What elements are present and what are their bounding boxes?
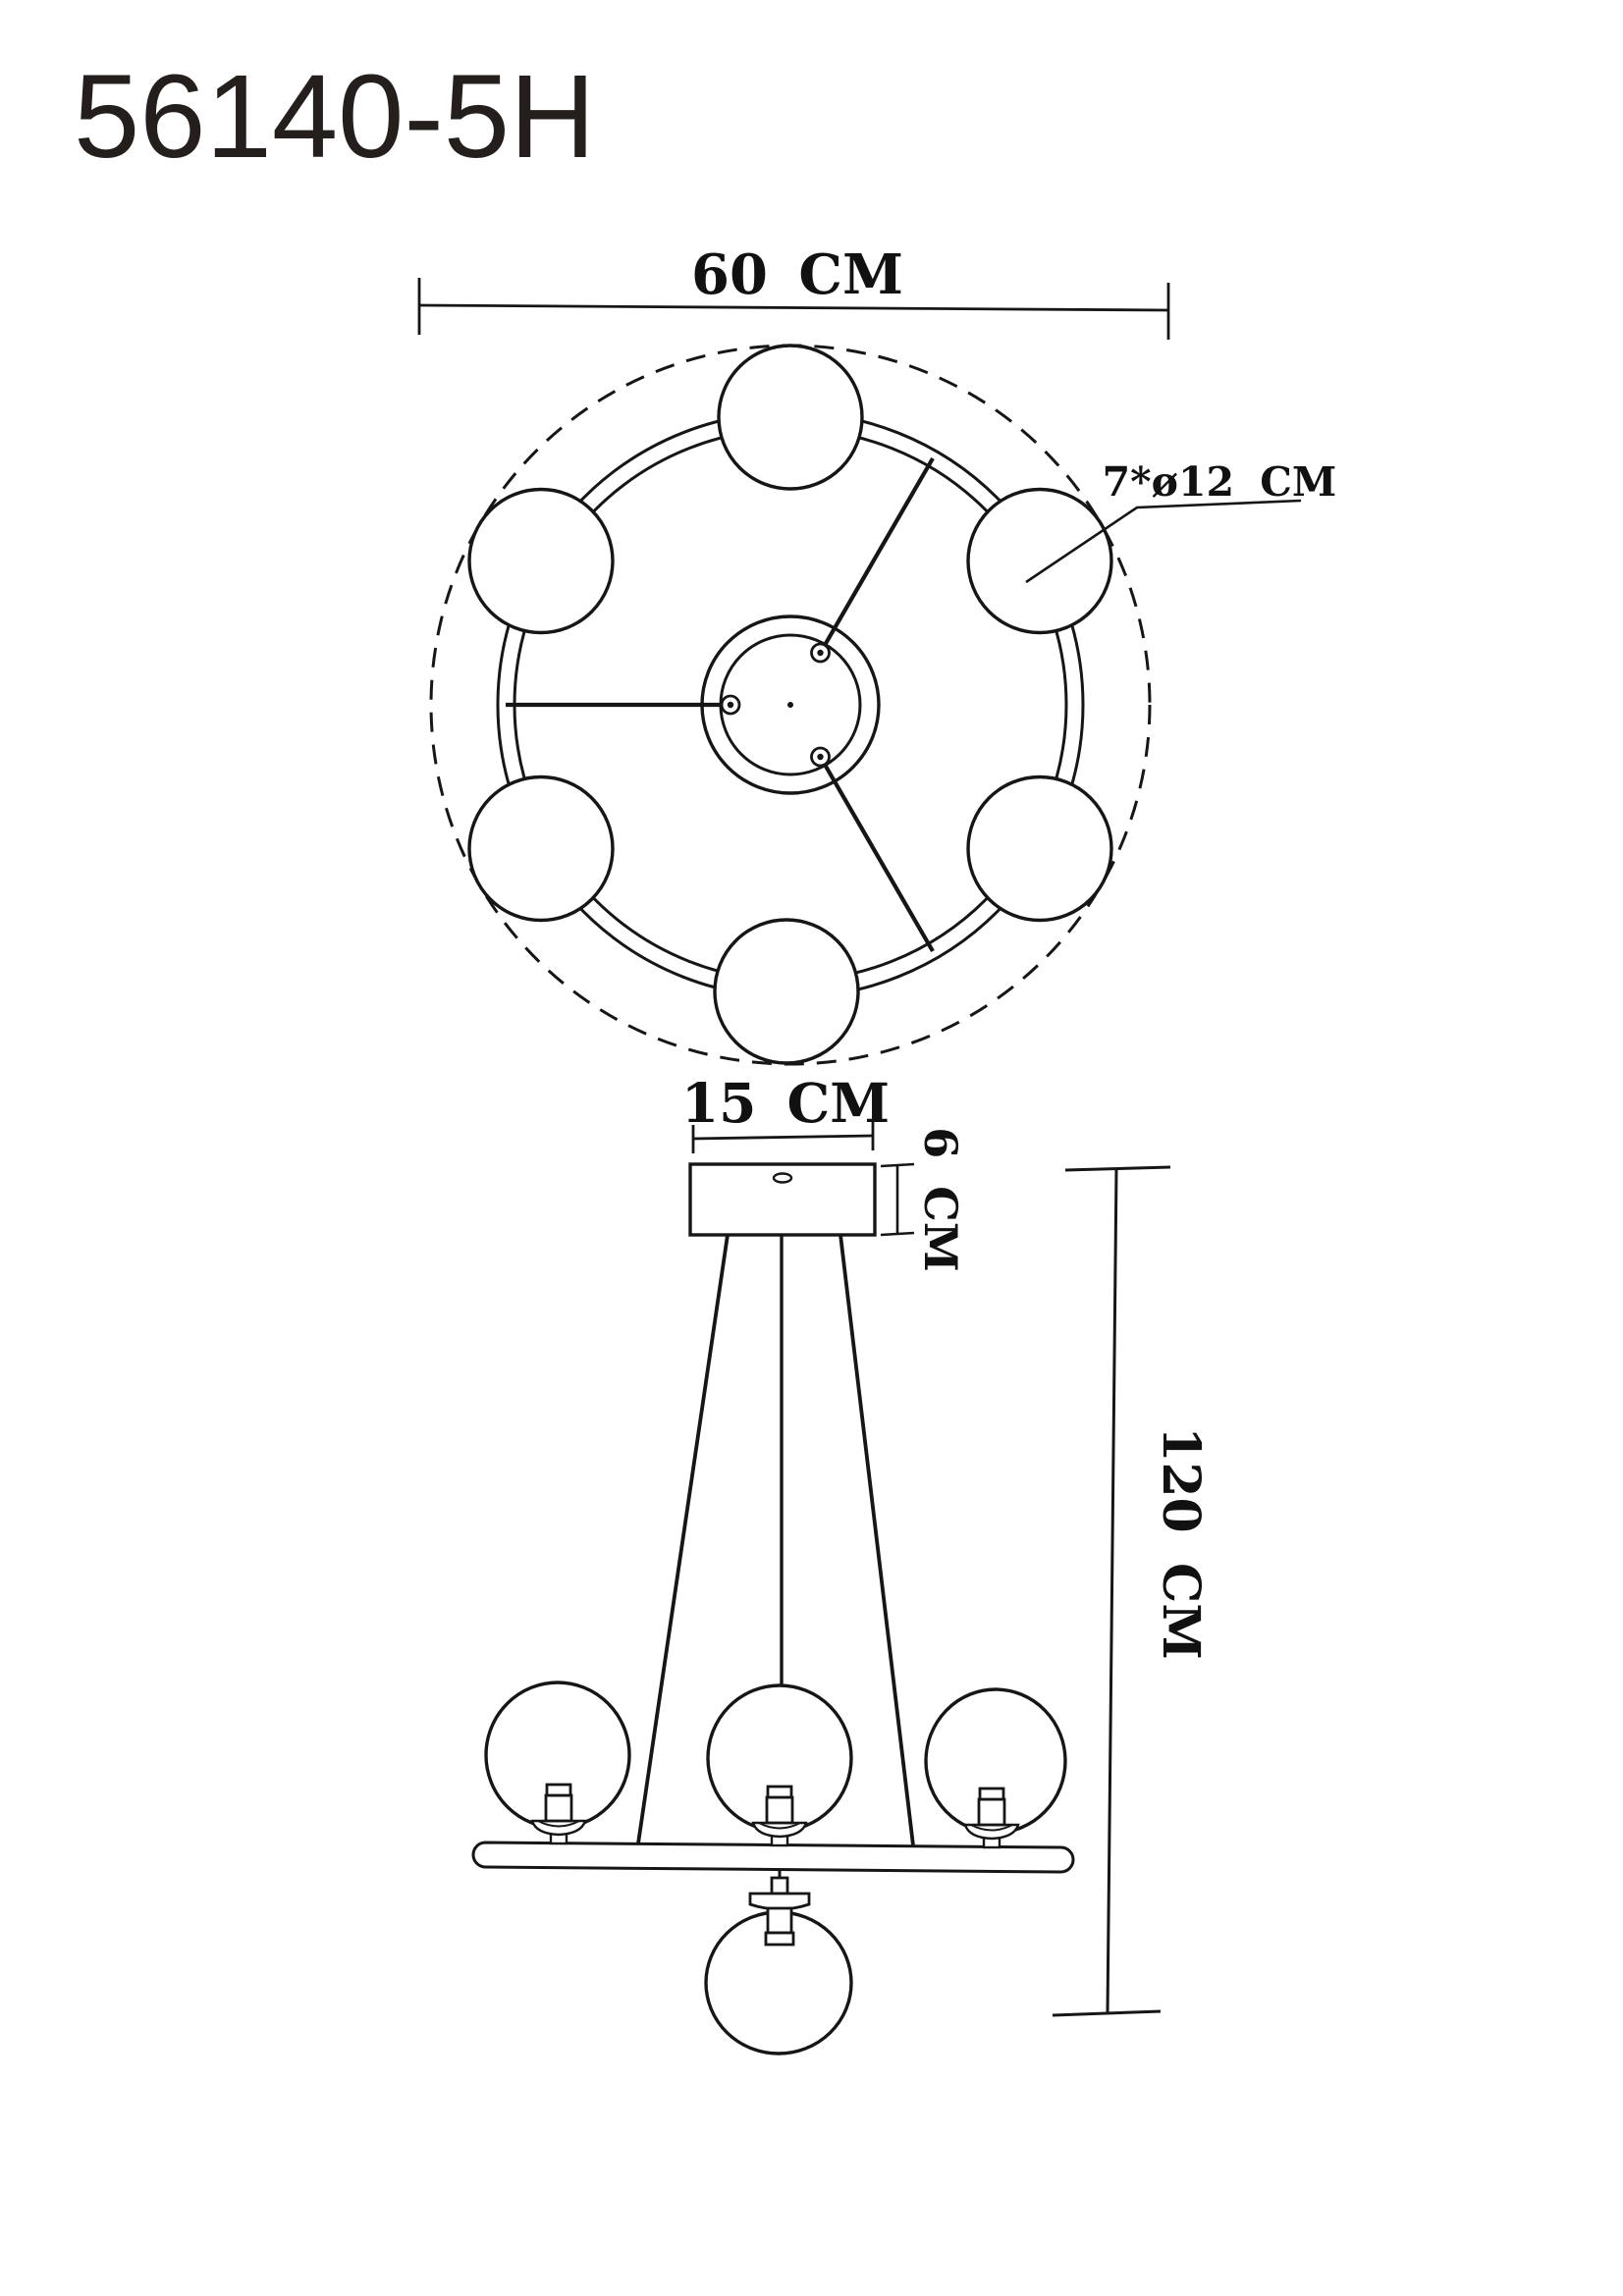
socket-body — [765, 1795, 794, 1825]
canopy-height-label: 6 CM — [914, 1127, 967, 1272]
canopy-height-dimension: 6 CM — [880, 1127, 967, 1272]
socket-saucer-rim — [758, 1822, 801, 1830]
dim-line — [1106, 1168, 1118, 2014]
model-number-title: 56140-5H — [74, 49, 595, 183]
side-view: 15 CM 6 CM — [471, 1071, 1211, 2056]
diameter-dimension: 60 CM — [417, 242, 1170, 340]
diameter-dimension-label: 60 CM — [691, 242, 903, 307]
ring-globes — [467, 344, 1113, 1065]
top-view: 60 CM — [417, 242, 1337, 1066]
canopy-screw-hole — [772, 1172, 793, 1184]
socket-body — [977, 1797, 1006, 1827]
globe-lower-right — [966, 774, 1113, 923]
suspension-rods — [636, 1234, 915, 1846]
hub-screw-points — [720, 642, 831, 768]
dim-tick-bottom — [1052, 2009, 1162, 2017]
socket-cap — [545, 1783, 572, 1797]
pendant-socket-body — [766, 1906, 793, 1935]
rod-right — [839, 1234, 915, 1846]
spoke-lower-right — [818, 755, 935, 953]
rod-left — [636, 1234, 730, 1844]
dim-tick-top — [880, 1162, 915, 1168]
shade-size-callout: 7*ø12 CM — [1025, 458, 1337, 584]
socket-cap — [978, 1787, 1005, 1801]
pendant-socket-cap — [764, 1931, 795, 1947]
socket-left — [530, 1783, 587, 1845]
pendant-collar — [748, 1892, 811, 1911]
shade-size-label: 7*ø12 CM — [1103, 458, 1337, 506]
spoke-upper-right — [818, 456, 935, 655]
socket-saucer-rim — [970, 1824, 1013, 1832]
globe-top — [717, 344, 864, 491]
socket-saucer-rim — [537, 1820, 580, 1828]
dim-tick-top — [1064, 1165, 1171, 1172]
bar-globes — [484, 1681, 1067, 1835]
globe-upper-right — [966, 487, 1113, 635]
hub-center-dot — [787, 702, 793, 708]
socket-right — [963, 1787, 1020, 1849]
globe-bottom — [713, 918, 860, 1065]
screw-dot — [817, 753, 824, 761]
socket-cap — [766, 1785, 793, 1799]
canopy-width-label: 15 CM — [681, 1071, 890, 1135]
pendant-assembly — [704, 1870, 853, 2056]
socket-center — [751, 1785, 808, 1847]
socket-body — [544, 1793, 573, 1823]
dim-line — [692, 1134, 874, 1141]
pendant-nut — [770, 1876, 789, 1896]
overall-height-label: 120 CM — [1151, 1426, 1211, 1660]
horizontal-bar — [471, 1841, 1075, 1874]
leader-line — [1025, 499, 1302, 584]
spokes — [506, 456, 935, 953]
globe-upper-left — [467, 487, 615, 635]
ceiling-canopy — [688, 1162, 877, 1237]
dim-line — [418, 303, 1169, 312]
overall-height-dimension: 120 CM — [1052, 1165, 1211, 2017]
globe-lower-left — [467, 774, 615, 923]
screw-dot — [817, 649, 824, 657]
screw-dot — [727, 701, 734, 709]
canopy-width-dimension: 15 CM — [681, 1071, 890, 1153]
canopy-box — [688, 1162, 877, 1237]
